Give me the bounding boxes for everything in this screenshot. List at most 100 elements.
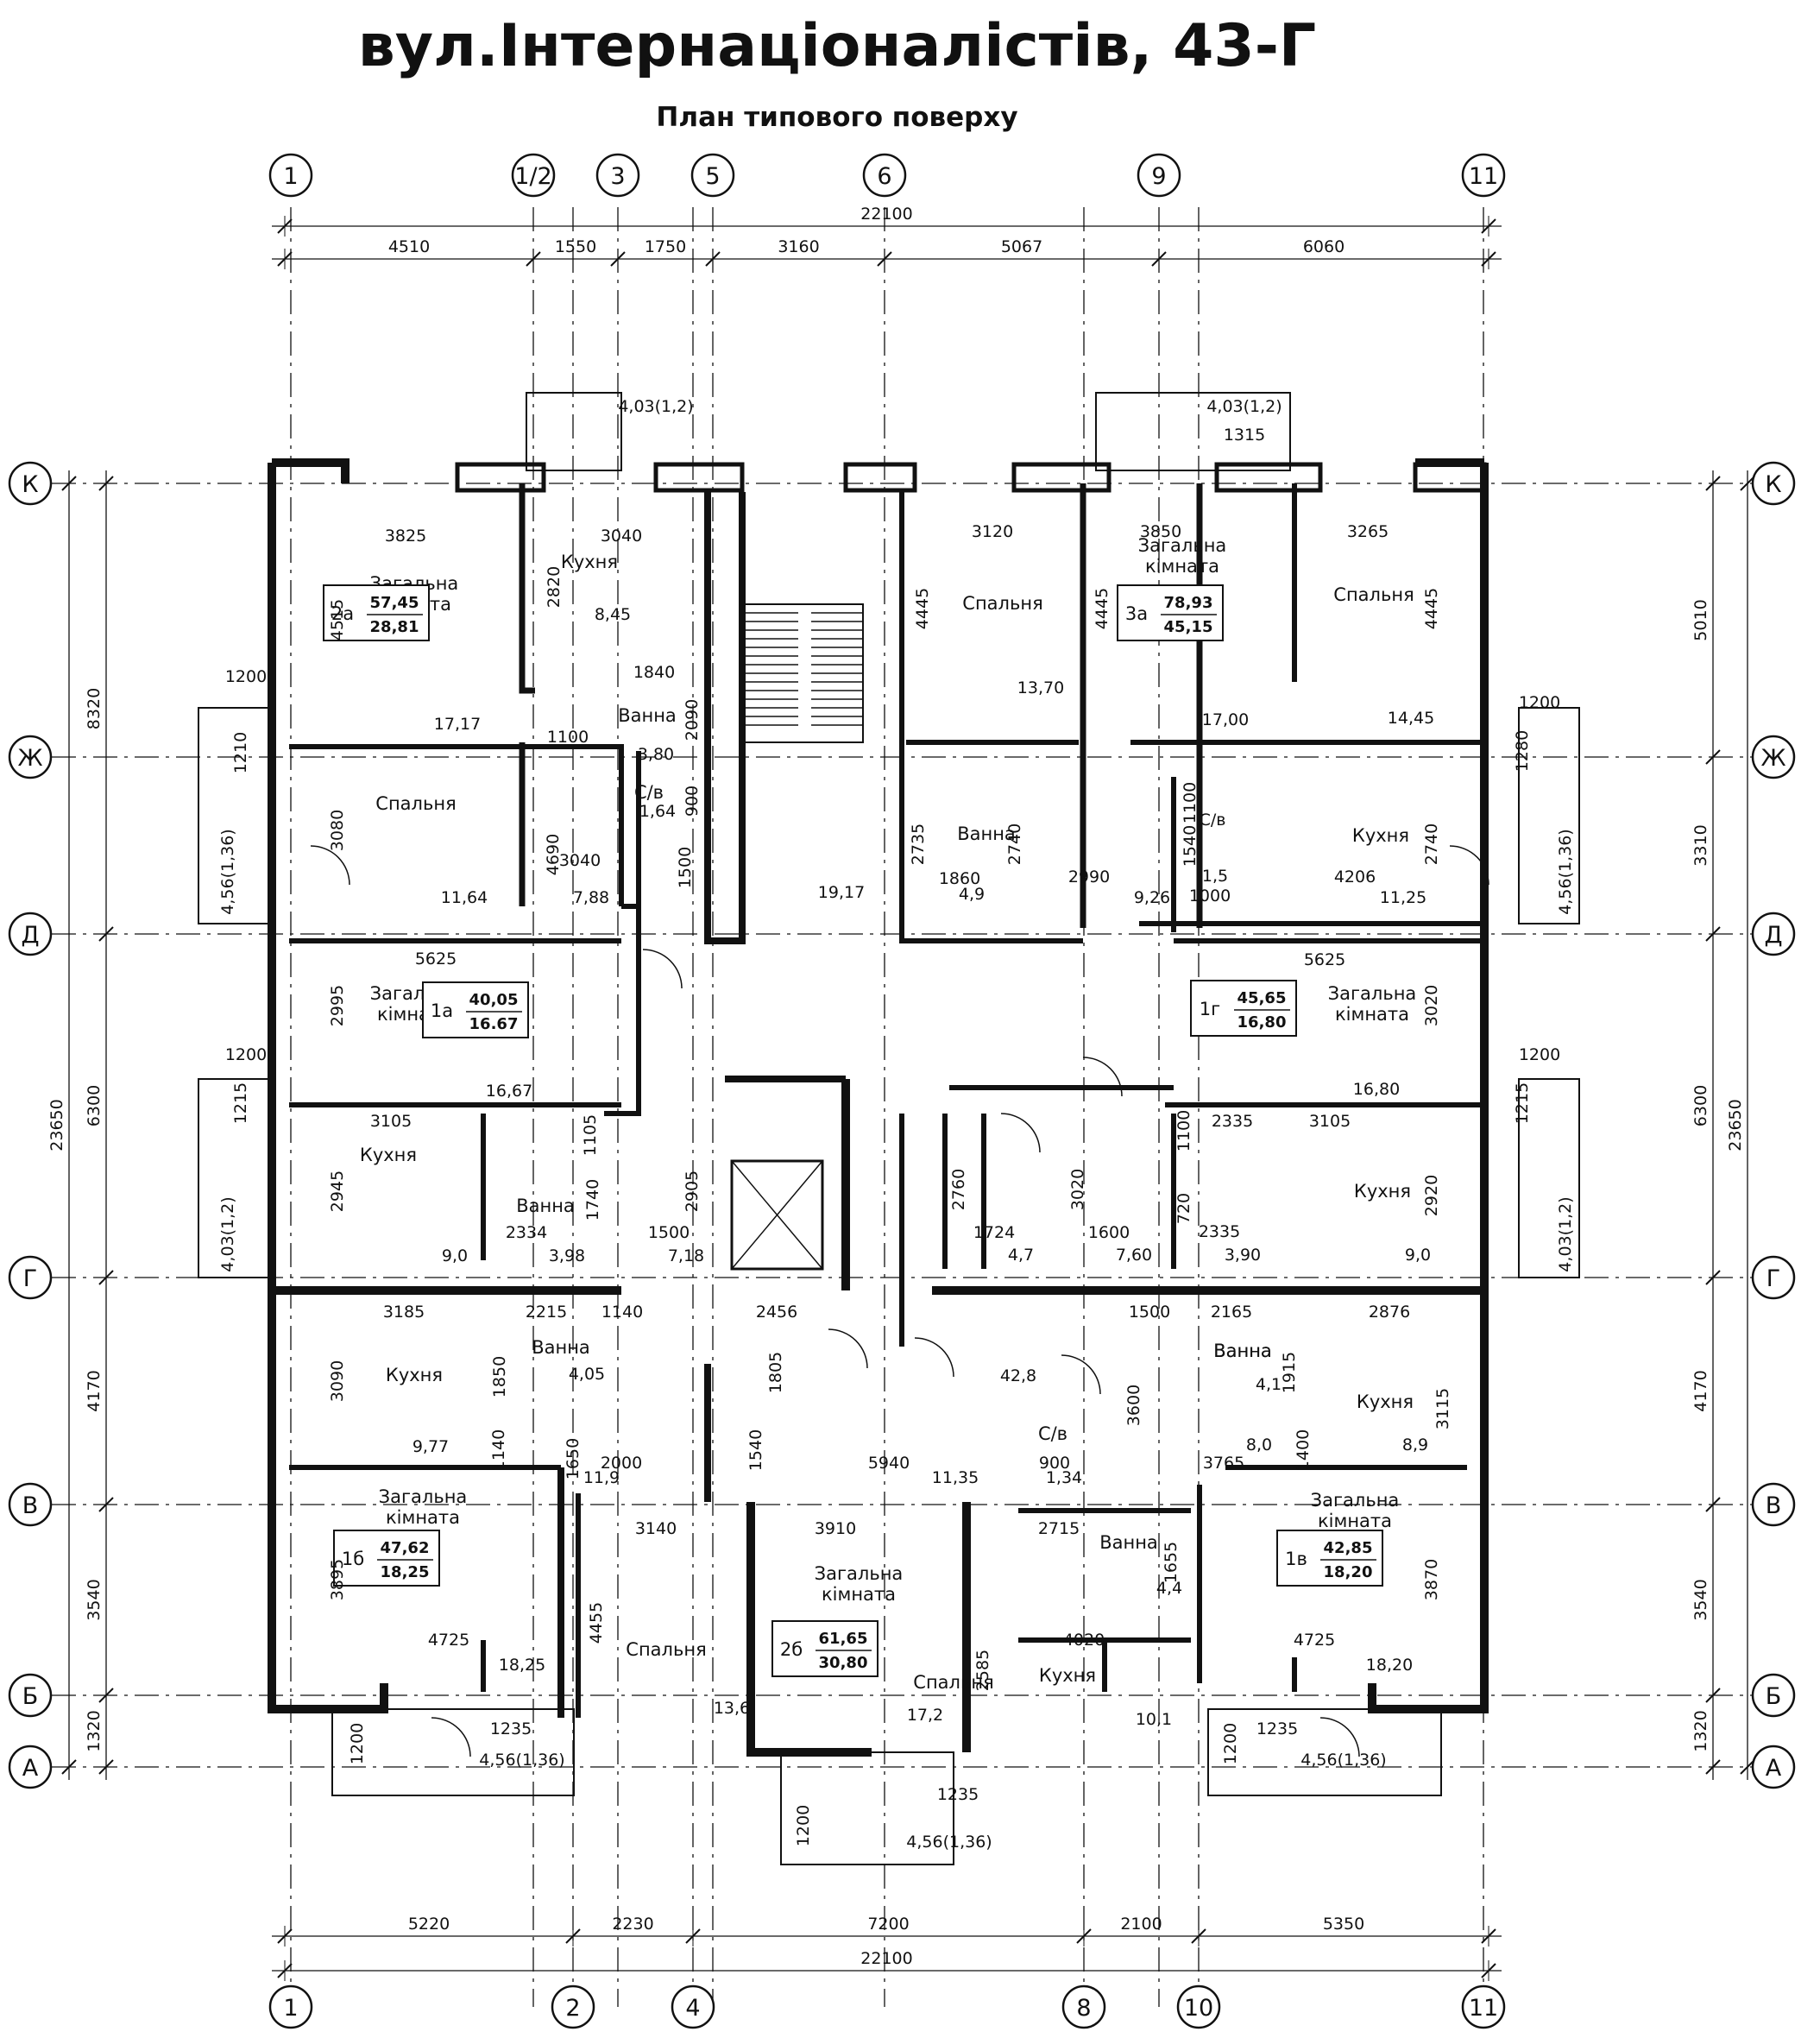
- annotation-91: 1850: [490, 1356, 509, 1398]
- wall-segment: [899, 492, 1083, 943]
- dim-left-value: 6300: [85, 1085, 104, 1126]
- dim-right-value: 6300: [1691, 1085, 1710, 1126]
- annotation-119: 2715: [1038, 1519, 1080, 1538]
- apartment-total-area: 57,45: [370, 594, 419, 612]
- axis-top-6-label: 11: [1469, 163, 1498, 190]
- annotation-66: 1500: [648, 1223, 690, 1242]
- axis-bottom-2-label: 4: [685, 1995, 700, 2022]
- dim-top-value: 1750: [645, 237, 686, 256]
- axis-bottom-2: [671, 1984, 715, 2029]
- room-name-1: Кухня: [561, 552, 618, 572]
- room-name-25: Ванна: [1099, 1532, 1158, 1553]
- annotation-63: 2334: [506, 1223, 547, 1242]
- axis-right-3-label: Г: [1766, 1265, 1780, 1292]
- annotation-84: 1215: [1513, 1082, 1532, 1124]
- axis-top-5-label: 9: [1151, 163, 1166, 190]
- apartment-total-area: 42,85: [1324, 1539, 1373, 1557]
- axis-right-6-label: А: [1766, 1755, 1782, 1782]
- wall-pilaster: [843, 462, 917, 493]
- dim-left-value: 1320: [85, 1710, 104, 1751]
- apartment-tag-box: [333, 1530, 440, 1587]
- dim-bottom-value: 5350: [1323, 1915, 1364, 1934]
- room-name-21: Загальна: [379, 1486, 468, 1507]
- apartment-living-area: 28,81: [370, 618, 419, 636]
- axis-top-4-label: 6: [877, 163, 891, 190]
- annotation-51: 5625: [415, 950, 457, 969]
- annotation-83: 1200: [1519, 1045, 1560, 1064]
- annotation-120: 1655: [1162, 1542, 1181, 1583]
- annotation-132: 17,2: [907, 1706, 943, 1725]
- balcony: [331, 1708, 575, 1796]
- annotation-141: 1235: [937, 1785, 979, 1804]
- annotation-114: 8,0: [1246, 1435, 1272, 1454]
- room-name-26: Кухня: [1039, 1665, 1096, 1686]
- annotation-50: 4,56(1,36): [1556, 829, 1575, 914]
- axis-right-0: [1751, 461, 1796, 506]
- axis-bottom-3: [1061, 1984, 1106, 2029]
- room-name-14: Ванна: [516, 1196, 575, 1216]
- annotation-101: 4,1: [1256, 1375, 1282, 1394]
- room-name-21: кімната: [386, 1507, 460, 1528]
- annotation-65: 3,98: [549, 1246, 585, 1265]
- annotation-88: 2215: [526, 1303, 567, 1322]
- annotation-54: 5625: [1304, 950, 1345, 969]
- annotation-116: 8,9: [1402, 1435, 1428, 1454]
- dim-top-value: 1550: [555, 237, 596, 256]
- axis-left-5: [8, 1673, 53, 1718]
- axis-top-4: [862, 153, 907, 198]
- annotation-113: 3765: [1203, 1454, 1244, 1473]
- annotation-71: 4,7: [1008, 1246, 1034, 1265]
- room-name-23: кімната: [822, 1584, 896, 1605]
- annotation-67: 7,18: [668, 1246, 704, 1265]
- axis-top-3: [690, 153, 735, 198]
- dim-tick: [1705, 926, 1721, 942]
- axis-top-3-label: 5: [705, 163, 720, 190]
- door-swing: [1061, 1354, 1101, 1395]
- annotation-27: 4690: [544, 834, 563, 875]
- annotation-20: 17,17: [434, 715, 481, 734]
- apartment-id: 2а: [331, 603, 354, 624]
- annotation-58: 1215: [231, 1082, 250, 1124]
- dim-tick: [98, 476, 114, 491]
- apartment-living-area: 30,80: [819, 1654, 868, 1672]
- annotation-15: 2090: [683, 699, 702, 741]
- annotation-31: 7,88: [573, 888, 609, 907]
- wall-pilaster: [653, 462, 745, 493]
- room-name-13: Кухня: [360, 1145, 417, 1165]
- room-name-8: Спальня: [913, 1672, 993, 1693]
- dim-top-value: 5067: [1001, 237, 1042, 256]
- annotation-109: 11,9: [583, 1468, 620, 1487]
- elevator-cross: [731, 1160, 823, 1270]
- annotation-16: 1100: [547, 728, 589, 747]
- annotation-13: 8,45: [595, 605, 631, 624]
- annotation-52: 2995: [328, 985, 347, 1026]
- annotation-5: 3120: [972, 522, 1013, 541]
- apartment-tag-box: [1276, 1530, 1383, 1587]
- annotation-95: 1500: [1129, 1303, 1170, 1322]
- annotation-142: 4,56(1,36): [906, 1833, 992, 1852]
- wall-segment: [289, 744, 624, 906]
- room-name-20: Кухня: [1357, 1391, 1414, 1412]
- annotation-48: 1280: [1513, 730, 1532, 772]
- room-name-23: Загальна: [815, 1563, 904, 1584]
- apartment-id: 2б: [780, 1639, 803, 1660]
- room-name-22: Спальня: [626, 1639, 706, 1660]
- annotation-12: 4445: [1422, 588, 1441, 629]
- axis-left-1-label: Ж: [17, 745, 42, 772]
- dim-top-value: 6060: [1303, 237, 1345, 256]
- annotation-94: 1805: [766, 1352, 785, 1393]
- dim-right-value: 5010: [1691, 599, 1710, 640]
- annotation-33: 2735: [909, 823, 928, 865]
- annotation-34: 1860: [939, 869, 980, 888]
- balcony: [1207, 1708, 1442, 1796]
- annotation-7: 3265: [1347, 522, 1389, 541]
- annotation-69: 2760: [949, 1169, 968, 1210]
- annotation-61: 1105: [581, 1114, 600, 1156]
- dim-tick: [98, 1497, 114, 1512]
- apartment-tag-box: [771, 1620, 879, 1677]
- axis-bottom-5: [1461, 1984, 1506, 2029]
- annotation-59: 3105: [370, 1112, 412, 1131]
- door-swing: [828, 1328, 868, 1369]
- dim-tick: [98, 1270, 114, 1285]
